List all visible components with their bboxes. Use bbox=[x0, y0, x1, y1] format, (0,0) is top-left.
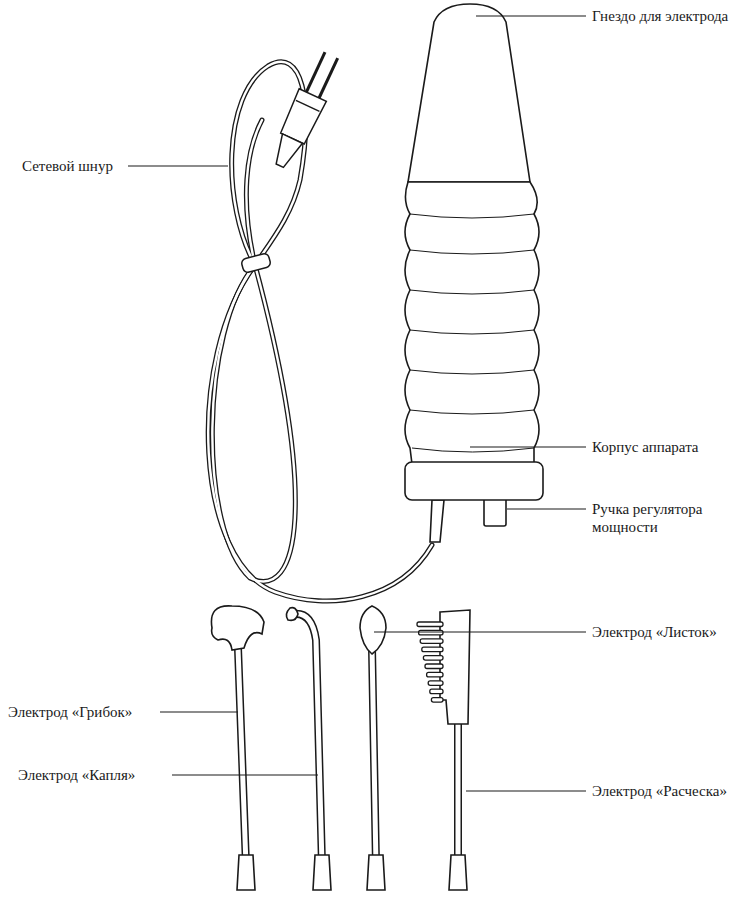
part-label: Гнездо для электрода bbox=[592, 7, 728, 25]
leader-lines bbox=[470, 446, 586, 447]
plug bbox=[306, 52, 325, 92]
leader-lines bbox=[128, 16, 586, 791]
part-label: Ручка регулятора мощности bbox=[592, 500, 732, 536]
electrode-heads bbox=[286, 608, 298, 621]
power-cord bbox=[232, 62, 306, 265]
electrode-tubes bbox=[238, 614, 458, 865]
plug bbox=[319, 58, 338, 98]
power-cord bbox=[212, 265, 295, 581]
electrode-heads bbox=[211, 606, 264, 650]
electrode-tubes bbox=[294, 614, 322, 865]
electrode-caps bbox=[237, 855, 255, 890]
comb-teeth bbox=[430, 689, 443, 694]
leader-lines bbox=[476, 15, 586, 16]
power-cord bbox=[212, 265, 295, 581]
electrode-heads bbox=[360, 606, 386, 654]
comb-teeth bbox=[427, 672, 443, 677]
comb-teeth bbox=[420, 639, 443, 644]
comb-teeth bbox=[417, 622, 443, 702]
leader-lines bbox=[374, 631, 586, 632]
electrode-heads bbox=[440, 610, 470, 724]
comb-teeth bbox=[431, 698, 443, 703]
device-body bbox=[430, 500, 444, 542]
electrode-tubes bbox=[454, 718, 462, 865]
device-body bbox=[405, 182, 539, 464]
device-body bbox=[405, 4, 543, 542]
part-label: Электрод «Расческа» bbox=[592, 782, 727, 800]
part-label: Электрод «Листок» bbox=[592, 623, 717, 641]
power-cord bbox=[208, 265, 432, 601]
part-label: Электрод «Грибок» bbox=[8, 703, 132, 721]
electrode-caps bbox=[449, 855, 467, 890]
electrode-tubes bbox=[372, 648, 376, 865]
device-body bbox=[405, 462, 543, 500]
comb-teeth bbox=[428, 681, 443, 686]
leader-lines bbox=[507, 508, 586, 509]
leader-lines bbox=[128, 165, 228, 166]
power-cord bbox=[232, 62, 306, 265]
electrode-caps bbox=[237, 855, 467, 890]
electrode-caps bbox=[367, 855, 385, 890]
device-body bbox=[484, 498, 506, 526]
electrode-tubes bbox=[294, 614, 322, 865]
leader-lines bbox=[172, 774, 318, 775]
comb-teeth bbox=[417, 622, 443, 627]
electrode-tubes bbox=[238, 648, 246, 865]
electrode-tubes bbox=[238, 614, 458, 865]
power-cord bbox=[208, 62, 432, 601]
power-cord bbox=[241, 253, 272, 274]
electrode-caps bbox=[313, 855, 331, 890]
power-cord bbox=[208, 265, 432, 601]
comb-teeth bbox=[425, 664, 443, 669]
power-cord bbox=[246, 120, 262, 265]
device-body bbox=[410, 214, 534, 452]
plug bbox=[266, 49, 345, 172]
comb-teeth bbox=[419, 630, 443, 635]
leader-lines bbox=[160, 711, 238, 712]
power-cord bbox=[208, 62, 432, 601]
comb-teeth bbox=[422, 647, 443, 652]
electrode-tubes bbox=[456, 718, 461, 865]
part-label: Сетевой шнур bbox=[22, 157, 113, 175]
power-cord bbox=[208, 62, 432, 601]
power-cord bbox=[246, 120, 262, 265]
part-label: Корпус аппарата bbox=[592, 438, 699, 456]
device-body bbox=[408, 4, 530, 182]
electrode-heads bbox=[211, 606, 470, 724]
comb-teeth bbox=[423, 656, 443, 661]
electrode-tubes bbox=[238, 614, 458, 865]
electrode-tubes bbox=[372, 648, 376, 865]
plug bbox=[270, 134, 303, 170]
part-label: Электрод «Капля» bbox=[18, 766, 135, 784]
plug bbox=[296, 100, 320, 111]
leader-lines bbox=[466, 790, 586, 791]
electrode-tubes bbox=[238, 648, 246, 865]
